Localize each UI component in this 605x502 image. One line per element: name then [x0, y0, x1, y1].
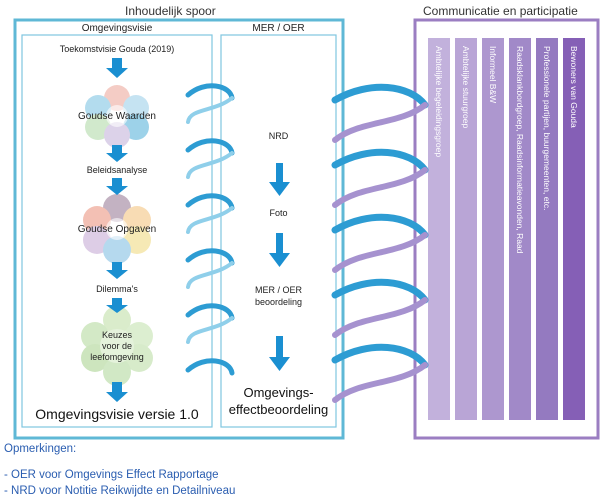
column-bar — [482, 38, 504, 420]
down-arrow-icon — [269, 163, 290, 196]
remarks-heading: Opmerkingen: — [4, 443, 77, 455]
inhoudelijk-title: Inhoudelijk spoor — [125, 4, 216, 18]
column-bar — [563, 38, 585, 420]
column-bar — [428, 38, 450, 420]
step-goudse-waarden: Goudse Waarden — [77, 111, 156, 122]
down-arrow-icon — [269, 336, 290, 371]
column-bar — [509, 38, 531, 420]
column-label-ambtelijke-begeleidingsgroep: Ambtelijke begeleidingsgroep — [434, 46, 444, 158]
step-nrd: NRD — [268, 131, 289, 141]
helix-left — [185, 83, 235, 376]
down-arrow-icon — [269, 233, 290, 267]
step-beoordeling-line2: beoordeling — [254, 297, 303, 307]
down-arrow-icon — [106, 298, 128, 313]
column-label-ambtelijke-stuurgroep: Ambtelijke stuurgroep — [461, 46, 471, 129]
down-arrow-icon — [106, 58, 128, 78]
down-arrow-icon — [106, 145, 128, 162]
mer-arrows — [269, 163, 290, 371]
remark-item: - NRD voor Notitie Reikwijdte en Detailn… — [4, 485, 236, 497]
omgevingsvisie-box — [21, 34, 213, 428]
goudse-opgaven-cluster — [83, 194, 151, 264]
column-label-professionele-partijen: Professionele partijen, buurgemeenten, e… — [542, 46, 552, 211]
down-arrow-icon — [106, 382, 128, 402]
step-keuzes-line3: leefomgeving — [90, 352, 144, 362]
mer-header: MER / OER — [252, 23, 305, 34]
column-label-raad: Raadsklankbordgroep, Raadsinformatieavon… — [515, 46, 525, 254]
keuzes-cluster — [81, 306, 153, 386]
omgevingsvisie-arrows — [106, 58, 128, 402]
communicatie-columns — [428, 38, 585, 420]
down-arrow-icon — [106, 178, 128, 195]
down-arrow-icon — [106, 262, 128, 279]
step-goudse-opgaven: Goudse Opgaven — [77, 224, 157, 235]
column-label-bewoners: Bewoners van Gouda — [569, 46, 579, 128]
step-keuzes-line2: voor de — [101, 341, 133, 351]
helix-right — [331, 83, 429, 403]
mer-result-line1: Omgevings- — [243, 385, 314, 400]
mer-result-line2: effectbeoordeling — [228, 402, 329, 417]
column-label-informeel-bw: Informeel B&W — [488, 46, 498, 104]
step-keuzes-line1: Keuzes — [101, 330, 133, 340]
communicatie-title: Communicatie en participatie — [423, 4, 578, 18]
column-bar — [536, 38, 558, 420]
goudse-waarden-cluster — [85, 85, 149, 148]
column-bar — [455, 38, 477, 420]
omgevingsvisie-result: Omgevingsvisie versie 1.0 — [35, 406, 199, 422]
step-beoordeling-line1: MER / OER — [254, 285, 302, 295]
step-beleidsanalyse: Beleidsanalyse — [86, 165, 148, 175]
step-dilemmas: Dilemma's — [96, 284, 138, 294]
step-toekomstvisie: Toekomstvisie Gouda (2019) — [59, 44, 175, 54]
step-foto: Foto — [269, 208, 288, 218]
remark-item: - OER voor Omgevings Effect Rapportage — [4, 469, 219, 481]
omgevingsvisie-header: Omgevingsvisie — [81, 23, 153, 34]
